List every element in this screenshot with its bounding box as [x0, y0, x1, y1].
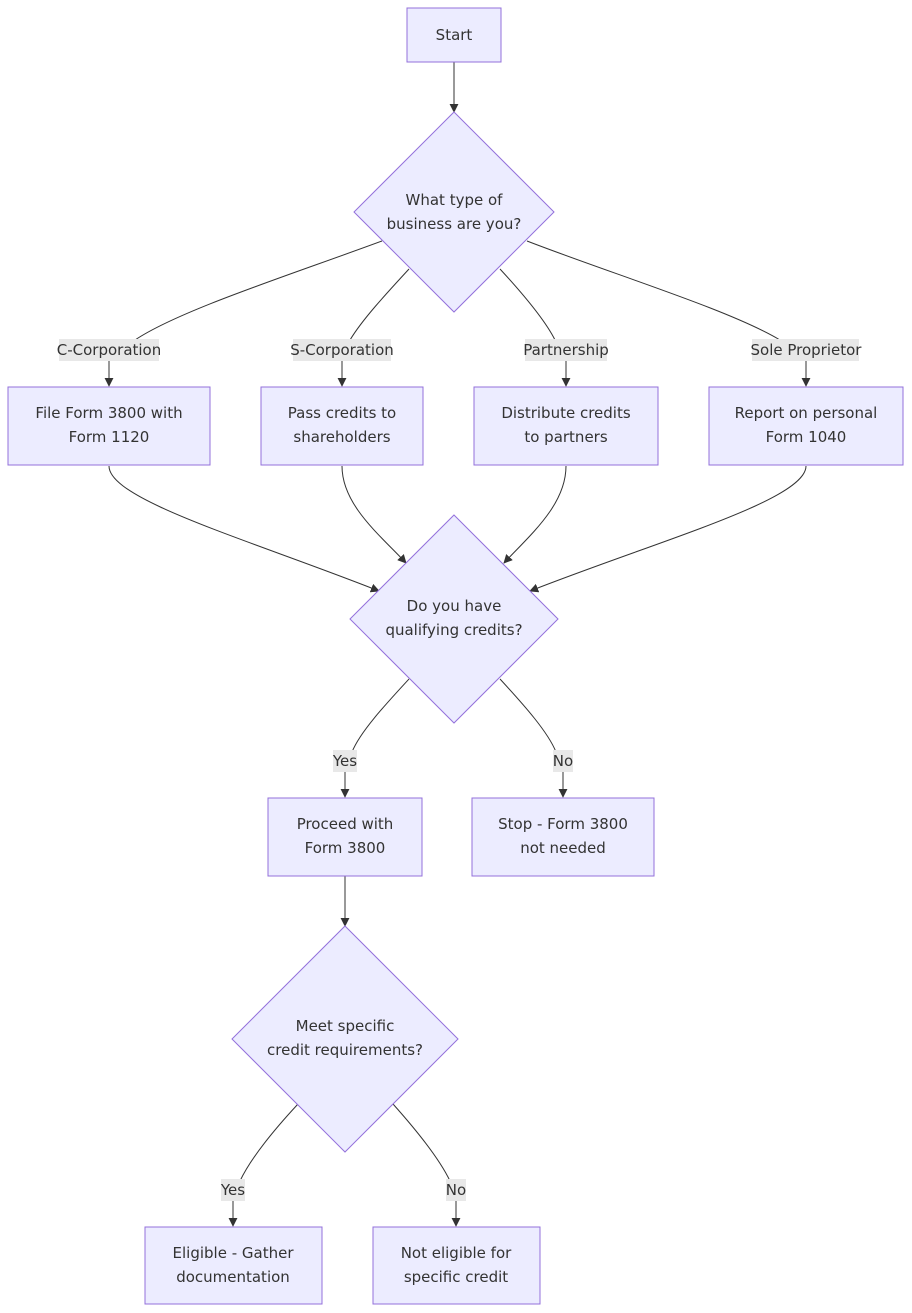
node-sole-prop-action-line1: Report on personal [735, 404, 878, 422]
edge-label-sole-proprietor: Sole Proprietor [751, 339, 863, 361]
edge-business-type-to-c-corporation [109, 240, 383, 386]
node-partnership-action: Distribute credits to partners [473, 386, 659, 466]
edge-label-partnership-text: Partnership [523, 341, 609, 359]
node-proceed-line2: Form 3800 [305, 839, 386, 857]
edge-label-requirements-no-text: No [446, 1181, 466, 1199]
node-proceed: Proceed with Form 3800 [267, 797, 423, 877]
node-c-corp-action-line1: File Form 3800 with [35, 404, 182, 422]
edge-label-qualifying-yes-text: Yes [332, 752, 357, 770]
edge-partnership-to-qualifying [503, 465, 567, 564]
decision-requirements: Meet specific credit requirements? [231, 925, 459, 1153]
decision-business-type-line1: What type of [406, 191, 504, 209]
node-not-eligible-line2: specific credit [404, 1268, 508, 1286]
decision-business-type: What type of business are you? [353, 111, 555, 313]
edge-qualifying-to-stop [499, 678, 563, 797]
node-stop-line2: not needed [520, 839, 606, 857]
node-proceed-line1: Proceed with [297, 815, 394, 833]
edge-s-corp-to-qualifying [341, 465, 407, 564]
node-s-corp-action-line2: shareholders [293, 428, 390, 446]
edge-label-s-corporation: S-Corporation [290, 339, 394, 361]
decision-business-type-line2: business are you? [387, 215, 522, 233]
edge-label-c-corporation-text: C-Corporation [57, 341, 162, 359]
node-stop: Stop - Form 3800 not needed [471, 797, 655, 877]
node-sole-prop-action-line2: Form 1040 [766, 428, 847, 446]
node-sole-prop-action: Report on personal Form 1040 [708, 386, 904, 466]
edge-qualifying-to-proceed [345, 678, 410, 797]
edge-label-sole-proprietor-text: Sole Proprietor [751, 341, 863, 359]
node-eligible: Eligible - Gather documentation [144, 1226, 323, 1305]
node-start: Start [406, 7, 502, 63]
edge-label-c-corporation: C-Corporation [57, 339, 162, 361]
node-partnership-action-line2: to partners [524, 428, 607, 446]
decision-qualifying-credits: Do you have qualifying credits? [349, 514, 559, 724]
node-eligible-line1: Eligible - Gather [173, 1244, 295, 1262]
decision-requirements-line2: credit requirements? [267, 1041, 423, 1059]
edge-business-type-to-s-corporation [342, 268, 410, 386]
decision-requirements-line1: Meet specific [296, 1017, 395, 1035]
edge-label-requirements-yes-text: Yes [220, 1181, 245, 1199]
edge-label-qualifying-no-text: No [553, 752, 573, 770]
edge-label-qualifying-yes: Yes [332, 750, 357, 772]
node-c-corp-action-line2: Form 1120 [69, 428, 150, 446]
node-start-text: Start [436, 26, 473, 44]
edge-label-requirements-yes: Yes [220, 1179, 245, 1201]
edge-c-corp-to-qualifying [108, 465, 380, 593]
node-partnership-action-line1: Distribute credits [501, 404, 631, 422]
edge-requirements-to-not-eligible [392, 1103, 456, 1226]
node-c-corp-action: File Form 3800 with Form 1120 [7, 386, 211, 466]
edge-business-type-to-partnership [499, 268, 566, 386]
node-not-eligible-line1: Not eligible for [401, 1244, 512, 1262]
node-s-corp-action-line1: Pass credits to [288, 404, 397, 422]
node-eligible-line2: documentation [176, 1268, 290, 1286]
edge-label-qualifying-no: No [553, 750, 573, 772]
decision-qualifying-line2: qualifying credits? [385, 621, 522, 639]
edge-label-partnership: Partnership [523, 339, 609, 361]
decision-qualifying-line1: Do you have [407, 597, 502, 615]
node-s-corp-action: Pass credits to shareholders [260, 386, 424, 466]
edge-business-type-to-sole-proprietor [526, 240, 806, 386]
node-stop-line1: Stop - Form 3800 [498, 815, 628, 833]
edge-label-requirements-no: No [446, 1179, 466, 1201]
edge-label-s-corporation-text: S-Corporation [290, 341, 394, 359]
node-not-eligible: Not eligible for specific credit [372, 1226, 541, 1305]
edge-requirements-to-eligible [233, 1103, 299, 1226]
edge-sole-prop-to-qualifying [529, 465, 807, 593]
